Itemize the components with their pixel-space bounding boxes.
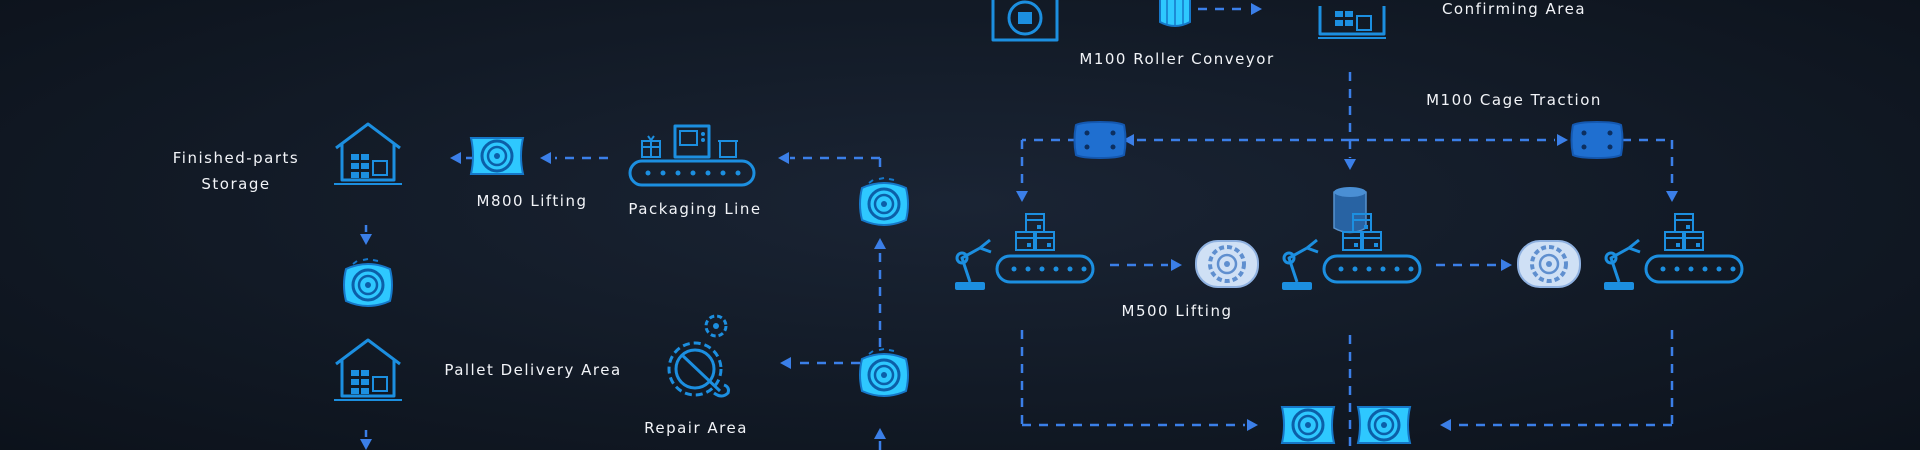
m500-drum-icon-1 [1194,239,1260,289]
m800-label: M800 Lifting [477,192,588,210]
robot-station-icon-1 [955,214,1093,290]
storage-label-line2: Storage [201,175,270,193]
repair-gear-icon [667,314,730,398]
repair-area-label: Repair Area [644,419,748,437]
confirm-package-icon [991,0,1059,42]
storage-warehouse-icon [332,122,404,186]
roller-conveyor-cylinder-icon [1159,0,1191,27]
cage-traction-icon-right [1570,121,1624,159]
flow-arrows [360,3,1678,450]
m100-roller-label: M100 Roller Conveyor [1079,50,1274,68]
bottom-roller-icon-right [1356,405,1412,445]
lift-cylinder-icon-lower [858,347,910,398]
bottom-roller-icon-left [1280,405,1336,445]
packaging-label: Packaging Line [628,200,761,218]
confirming-area-label: Confirming Area [1442,0,1586,18]
packaging-line-icon [628,124,756,187]
m100-cage-label: M100 Cage Traction [1426,91,1602,109]
m500-drum-icon-2 [1516,239,1582,289]
cage-traction-icon-left [1073,121,1127,159]
lift-cylinder-icon-left [342,257,394,308]
robot-station-icon-3 [1604,214,1742,290]
m800-lifting-icon [469,136,525,176]
storage-label-line1: Finished-parts [173,149,299,167]
confirming-warehouse-icon [1318,6,1386,39]
hanging-cylinder-icon [1333,187,1367,234]
pallet-warehouse-icon [332,338,404,402]
m500-label: M500 Lifting [1122,302,1233,320]
lift-cylinder-icon-upper [858,176,910,227]
pallet-delivery-label: Pallet Delivery Area [444,361,621,379]
